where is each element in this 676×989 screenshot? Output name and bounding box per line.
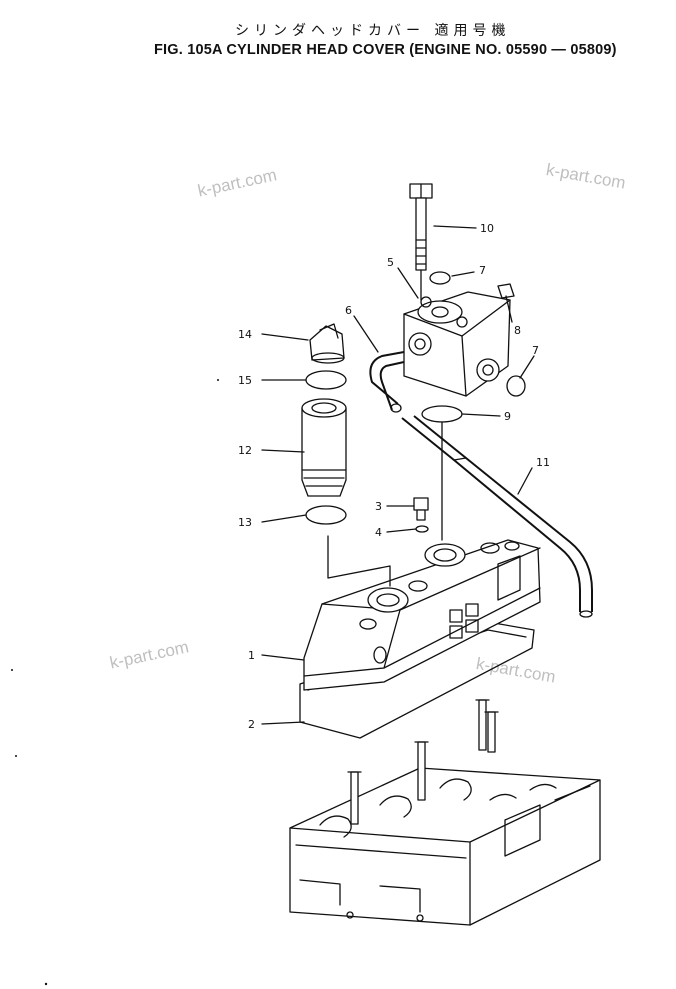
plug-7-side [506,375,526,397]
hose-11 [401,415,593,618]
hose-6 [369,351,405,413]
assembly-guide-lines [327,269,443,587]
callout-10: 10 [480,222,494,235]
plug-7-top [429,271,451,285]
callout-7-side: 7 [532,344,539,357]
o-ring-9 [421,405,463,423]
leader-lines [261,225,535,725]
figure-title: FIG. 105A CYLINDER HEAD COVER (ENGINE NO… [154,42,617,58]
callout-15: 15 [238,374,252,387]
callout-11: 11 [536,456,550,469]
bolt-10 [409,183,433,271]
title-japanese: シリンダヘッドカバー 適用号機 [235,23,511,39]
bolt-3 [413,497,429,521]
callout-12: 12 [238,444,252,457]
callout-8: 8 [514,324,521,337]
cylinder-head-cover [303,539,541,691]
oil-filler-cap-14 [309,323,345,364]
callout-4: 4 [375,526,382,539]
callout-9: 9 [504,410,511,423]
callout-3: 3 [375,500,382,513]
o-ring-15 [305,370,347,390]
callout-labels: 1 2 3 4 5 6 7 7 8 9 10 11 12 13 14 15 [238,222,550,731]
scan-specks [11,379,219,986]
callout-1: 1 [248,649,255,662]
callout-7-top: 7 [479,264,486,277]
callout-2: 2 [248,718,255,731]
plug-8 [497,283,515,299]
cylinder-head [289,699,601,926]
callout-13: 13 [238,516,252,529]
breather-housing [403,291,511,397]
callout-14: 14 [238,328,252,341]
callout-6: 6 [345,304,352,317]
callout-5: 5 [387,256,394,269]
washer-4 [415,525,429,533]
o-ring-13 [305,505,347,525]
oil-filler-tube-12 [301,398,347,497]
